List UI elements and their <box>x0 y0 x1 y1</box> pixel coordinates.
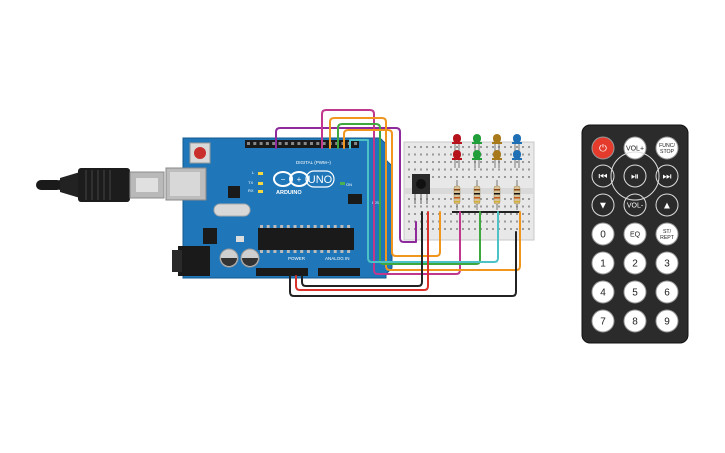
remote-button-label: REPT <box>660 235 675 241</box>
digital-label: DIGITAL (PWM~) <box>296 160 331 165</box>
resistor-4[interactable] <box>513 180 521 210</box>
led-yellow-2[interactable] <box>492 150 502 168</box>
led-red-2[interactable] <box>452 150 462 168</box>
arduino-logo: − + <box>273 171 309 187</box>
svg-text:−: − <box>281 175 286 184</box>
tx-label: TX <box>248 180 253 185</box>
icsp-label: ICSP <box>372 200 382 205</box>
analog-label: ANALOG IN <box>325 256 350 261</box>
remote-button-label: FUNC/ <box>659 143 675 149</box>
atmega-chip <box>258 228 354 250</box>
remote-button-label: EQ <box>630 232 641 239</box>
led-l-label: L <box>252 170 255 175</box>
remote-button-6[interactable]: 6 <box>655 280 679 304</box>
on-label: ON <box>346 182 352 187</box>
ir-remote[interactable]: ⏻ VOL+ FUNC/STOP ⏮ ⏯ ⏭ ▼ VOL- ▲ 0 EQ ST/REPT 1 2 3 4 5 6 7… <box>581 124 689 344</box>
remote-dpad-ring <box>610 151 660 201</box>
remote-button-label: 1 <box>600 259 606 270</box>
remote-button-label: 7 <box>600 317 606 328</box>
remote-button-label: ⏭ <box>663 172 672 183</box>
remote-button-label: STOP <box>660 149 675 155</box>
wire-magenta[interactable] <box>321 109 461 275</box>
remote-button-label: 6 <box>664 288 670 299</box>
remote-button-label: VOL+ <box>626 146 644 153</box>
wire-red[interactable] <box>295 211 429 291</box>
wire-teal[interactable] <box>349 139 499 263</box>
remote-button-1[interactable]: 1 <box>591 251 615 275</box>
wire-black-gnd[interactable] <box>301 211 423 287</box>
arduino-uno-board[interactable]: − + ARDUINO UNO DIGITAL (PWM~) POWER ANA… <box>165 137 393 279</box>
svg-text:+: + <box>297 175 302 184</box>
remote-button-8[interactable]: 8 <box>623 309 647 333</box>
remote-button-label: ST/ <box>663 229 672 235</box>
remote-button-[interactable]: ⏯ <box>623 164 647 188</box>
remote-button-2[interactable]: 2 <box>623 251 647 275</box>
resistor-2[interactable] <box>473 180 481 210</box>
remote-button-label: ▼ <box>598 201 608 212</box>
remote-button-[interactable]: ▲ <box>655 193 679 217</box>
remote-button-7[interactable]: 7 <box>591 309 615 333</box>
remote-button-label: 9 <box>664 317 670 328</box>
remote-button-label: 3 <box>664 259 670 270</box>
power-label: POWER <box>288 256 306 261</box>
remote-button-func-stop[interactable]: FUNC/STOP <box>655 136 679 160</box>
remote-button-0[interactable]: 0 <box>591 222 615 246</box>
remote-button-vol[interactable]: VOL- <box>623 193 647 217</box>
remote-button-vol[interactable]: VOL+ <box>623 136 647 160</box>
wire-orange-long[interactable] <box>329 117 521 271</box>
remote-button-label: ⏯ <box>631 172 639 183</box>
usb-cable[interactable] <box>36 168 165 202</box>
remote-button-st-rept[interactable]: ST/REPT <box>655 222 679 246</box>
led-array <box>452 134 522 213</box>
resistor-1[interactable] <box>453 180 461 210</box>
arduino-brand-label: ARDUINO <box>276 190 302 196</box>
wire-green[interactable] <box>337 123 481 265</box>
remote-button-eq[interactable]: EQ <box>623 222 647 246</box>
remote-button-9[interactable]: 9 <box>655 309 679 333</box>
remote-button-label: 0 <box>600 230 606 241</box>
remote-button-[interactable]: ⏭ <box>655 164 679 188</box>
remote-button-label: 2 <box>632 259 638 270</box>
remote-button-3[interactable]: 3 <box>655 251 679 275</box>
resistor-3[interactable] <box>493 180 501 210</box>
remote-button-label: VOL- <box>627 203 644 210</box>
remote-button-4[interactable]: 4 <box>591 280 615 304</box>
led-blue-2[interactable] <box>512 150 522 168</box>
remote-button-[interactable]: ▼ <box>591 193 615 217</box>
wires <box>275 109 521 297</box>
wire-purple[interactable] <box>275 127 417 243</box>
remote-button-label: ⏻ <box>599 144 607 155</box>
ir-receiver[interactable] <box>412 174 430 204</box>
remote-button-label: 4 <box>600 288 606 299</box>
wire-orange-short[interactable] <box>343 129 441 257</box>
remote-button-5[interactable]: 5 <box>623 280 647 304</box>
remote-button-[interactable]: ⏮ <box>591 164 615 188</box>
arduino-model-label: UNO <box>308 174 333 186</box>
remote-button-label: 8 <box>632 317 638 328</box>
rx-label: RX <box>248 188 254 193</box>
led-green-2[interactable] <box>472 150 482 168</box>
wire-black[interactable] <box>289 231 517 297</box>
remote-button-label: 5 <box>632 288 638 299</box>
remote-button-label: ⏮ <box>599 172 608 183</box>
remote-button-[interactable]: ⏻ <box>591 136 615 160</box>
reset-button[interactable] <box>189 142 211 164</box>
remote-button-label: ▲ <box>662 201 672 212</box>
